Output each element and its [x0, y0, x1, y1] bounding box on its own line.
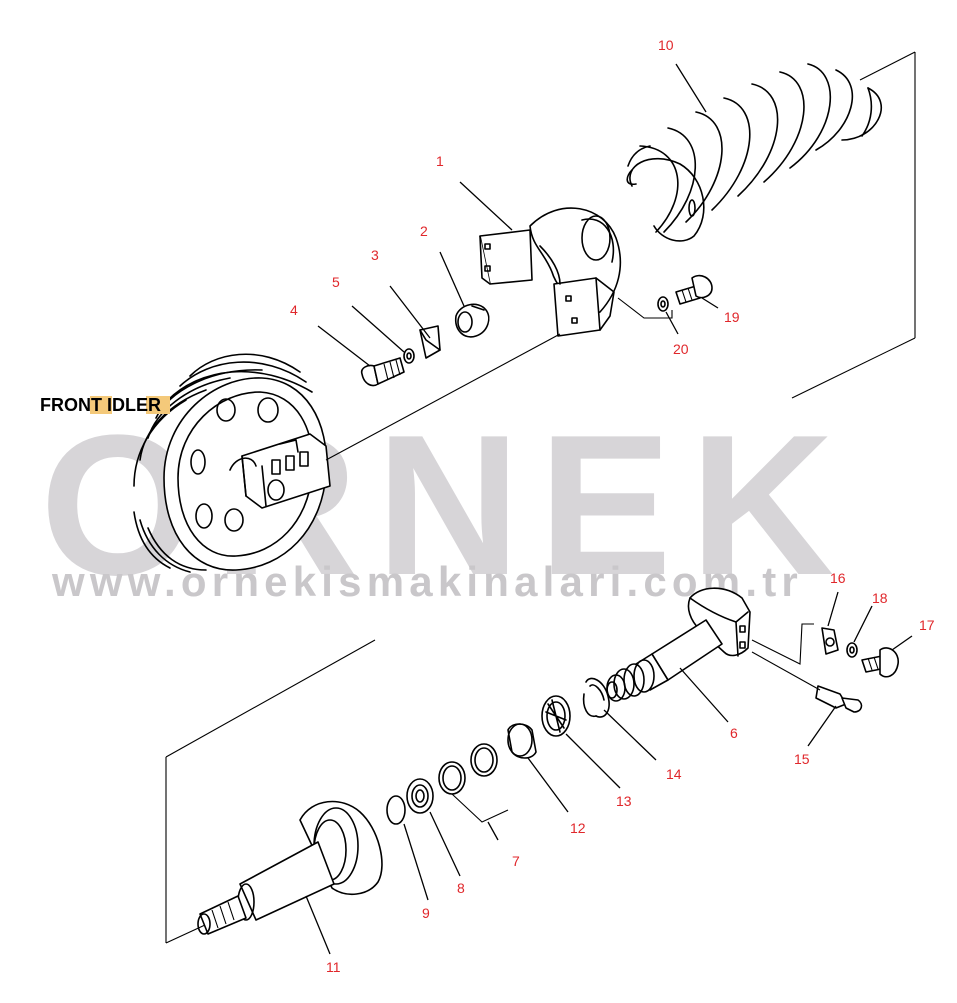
callout-15: 15: [794, 751, 810, 767]
connector-20: [617, 297, 673, 319]
callout-20: 20: [673, 341, 689, 357]
fitting-16: [821, 627, 839, 655]
callout-2: 2: [420, 223, 428, 239]
callout-9: 9: [422, 905, 430, 921]
bolt-17: [861, 647, 899, 678]
idler-wheel: [133, 353, 331, 573]
callout-11: 11: [326, 959, 341, 975]
washer-20: [657, 296, 669, 312]
title-highlight-1: [90, 396, 112, 414]
washer-5: [403, 348, 415, 364]
bearing-13: [541, 695, 571, 737]
connector-16: [751, 623, 814, 665]
yoke-bracket: [479, 207, 622, 337]
title-highlight-2: [146, 396, 170, 414]
callout-12: 12: [570, 820, 586, 836]
callout-5: 5: [332, 274, 340, 290]
plug-15: [815, 685, 863, 713]
lock-plate: [419, 325, 441, 359]
upper-frame: [791, 51, 916, 399]
diagram-title: FRONT IDLER: [40, 395, 161, 415]
callout-16: 16: [830, 570, 846, 586]
recoil-spring: [626, 63, 882, 242]
bracket-7: [451, 793, 509, 823]
callout-6: 6: [730, 725, 738, 741]
callout-1: 1: [436, 153, 444, 169]
callout-19: 19: [724, 309, 740, 325]
bolt-4: [360, 357, 405, 387]
callout-3: 3: [371, 247, 379, 263]
callout-13: 13: [616, 793, 632, 809]
callout-10: 10: [658, 37, 674, 53]
callout-8: 8: [457, 880, 465, 896]
callout-14: 14: [666, 766, 682, 782]
seal-8: [406, 778, 434, 814]
callout-18: 18: [872, 590, 888, 606]
callout-17: 17: [919, 617, 935, 633]
idler-shaft-6: [606, 587, 751, 702]
collar-7a: [470, 743, 498, 777]
callout-4: 4: [290, 302, 298, 318]
bushing-12: [507, 723, 537, 759]
o-ring-9: [386, 795, 406, 825]
collar-7b: [438, 761, 466, 795]
callout-7: 7: [512, 853, 520, 869]
connector-15: [751, 651, 821, 691]
washer-18: [846, 642, 858, 658]
leader-lines: [305, 63, 913, 955]
assembly-axis-upper: [325, 333, 561, 461]
nut: [454, 303, 490, 338]
shaft-11: [197, 800, 383, 935]
callouts: 10 1 2 3 5 4 19 20 16 18 17 6 15 14 13 1…: [290, 37, 935, 975]
snap-ring-14: [582, 677, 610, 718]
bolt-19: [675, 274, 713, 305]
